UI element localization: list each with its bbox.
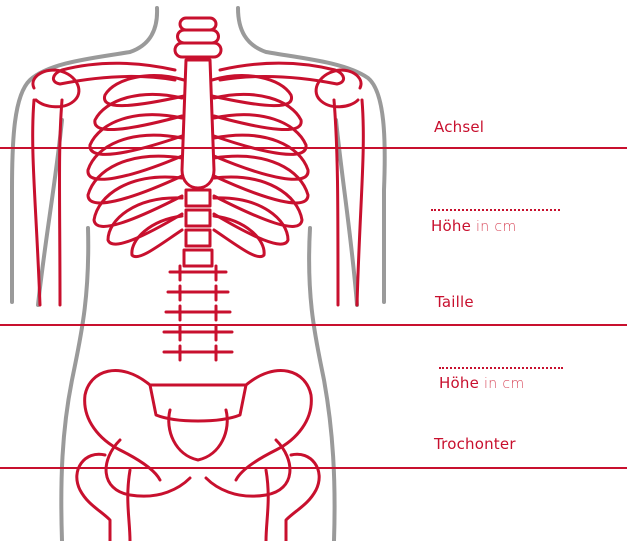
skeleton [33,18,364,541]
height-2-word: Höhe [439,374,479,392]
waist-label: Taille [435,293,474,311]
height-1-unit: in cm [476,219,517,235]
height-1-label: Höhe in cm [431,217,517,235]
height-2-dotted-line [439,367,563,369]
trochanter-label: Trochonter [434,435,516,453]
height-2-label: Höhe in cm [439,374,525,392]
axilla-label: Achsel [434,118,484,136]
height-1-dotted-line [431,209,560,211]
height-2-unit: in cm [484,376,525,392]
height-1-word: Höhe [431,217,471,235]
